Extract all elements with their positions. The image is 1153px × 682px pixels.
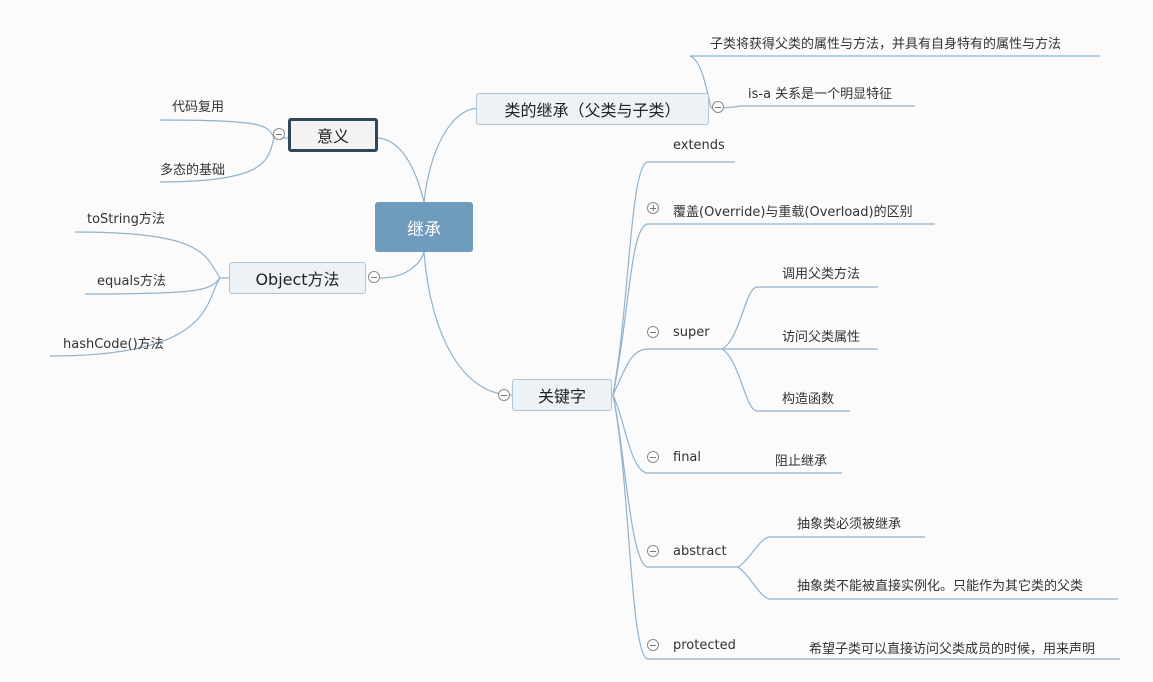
final-item[interactable]: 阻止继承	[775, 454, 828, 469]
abstract-item[interactable]: 抽象类不能被直接实例化。只能作为其它类的父类	[797, 579, 1084, 594]
topic-keywords[interactable]: 关键字	[512, 379, 612, 411]
collapse-super-icon[interactable]	[647, 326, 659, 338]
expand-override-icon[interactable]	[647, 202, 659, 214]
collapse-meaning-icon[interactable]	[273, 128, 285, 140]
topic-meaning[interactable]: 意义	[288, 118, 378, 152]
collapse-abstract-icon[interactable]	[647, 545, 659, 557]
collapse-object-icon[interactable]	[368, 271, 380, 283]
keyword-protected[interactable]: protected	[673, 638, 736, 653]
inheritance-item[interactable]: is-a 关系是一个明显特征	[748, 87, 893, 102]
meaning-item[interactable]: 代码复用	[172, 100, 225, 115]
keyword-extends[interactable]: extends	[673, 138, 725, 153]
topic-class-inheritance[interactable]: 类的继承（父类与子类）	[476, 93, 709, 125]
keyword-abstract[interactable]: abstract	[673, 544, 727, 559]
abstract-item[interactable]: 抽象类必须被继承	[797, 517, 902, 532]
super-item[interactable]: 构造函数	[782, 392, 835, 407]
topic-object-methods[interactable]: Object方法	[229, 262, 366, 294]
object-item[interactable]: hashCode()方法	[63, 337, 164, 352]
keyword-super[interactable]: super	[673, 325, 710, 340]
collapse-final-icon[interactable]	[647, 451, 659, 463]
super-item[interactable]: 访问父类属性	[782, 330, 861, 345]
collapse-inheritance-icon[interactable]	[712, 101, 724, 113]
object-item[interactable]: equals方法	[97, 274, 166, 289]
root-topic[interactable]: 继承	[375, 202, 473, 252]
meaning-item[interactable]: 多态的基础	[160, 163, 226, 178]
collapse-protected-icon[interactable]	[647, 639, 659, 651]
inheritance-item[interactable]: 子类将获得父类的属性与方法，并具有自身特有的属性与方法	[710, 37, 1062, 52]
protected-item[interactable]: 希望子类可以直接访问父类成员的时候，用来声明	[809, 642, 1096, 657]
super-item[interactable]: 调用父类方法	[782, 267, 861, 282]
object-item[interactable]: toString方法	[87, 212, 165, 227]
collapse-keywords-icon[interactable]	[498, 389, 510, 401]
keyword-final[interactable]: final	[673, 450, 702, 465]
keyword-override[interactable]: 覆盖(Override)与重载(Overload)的区别	[673, 205, 913, 220]
